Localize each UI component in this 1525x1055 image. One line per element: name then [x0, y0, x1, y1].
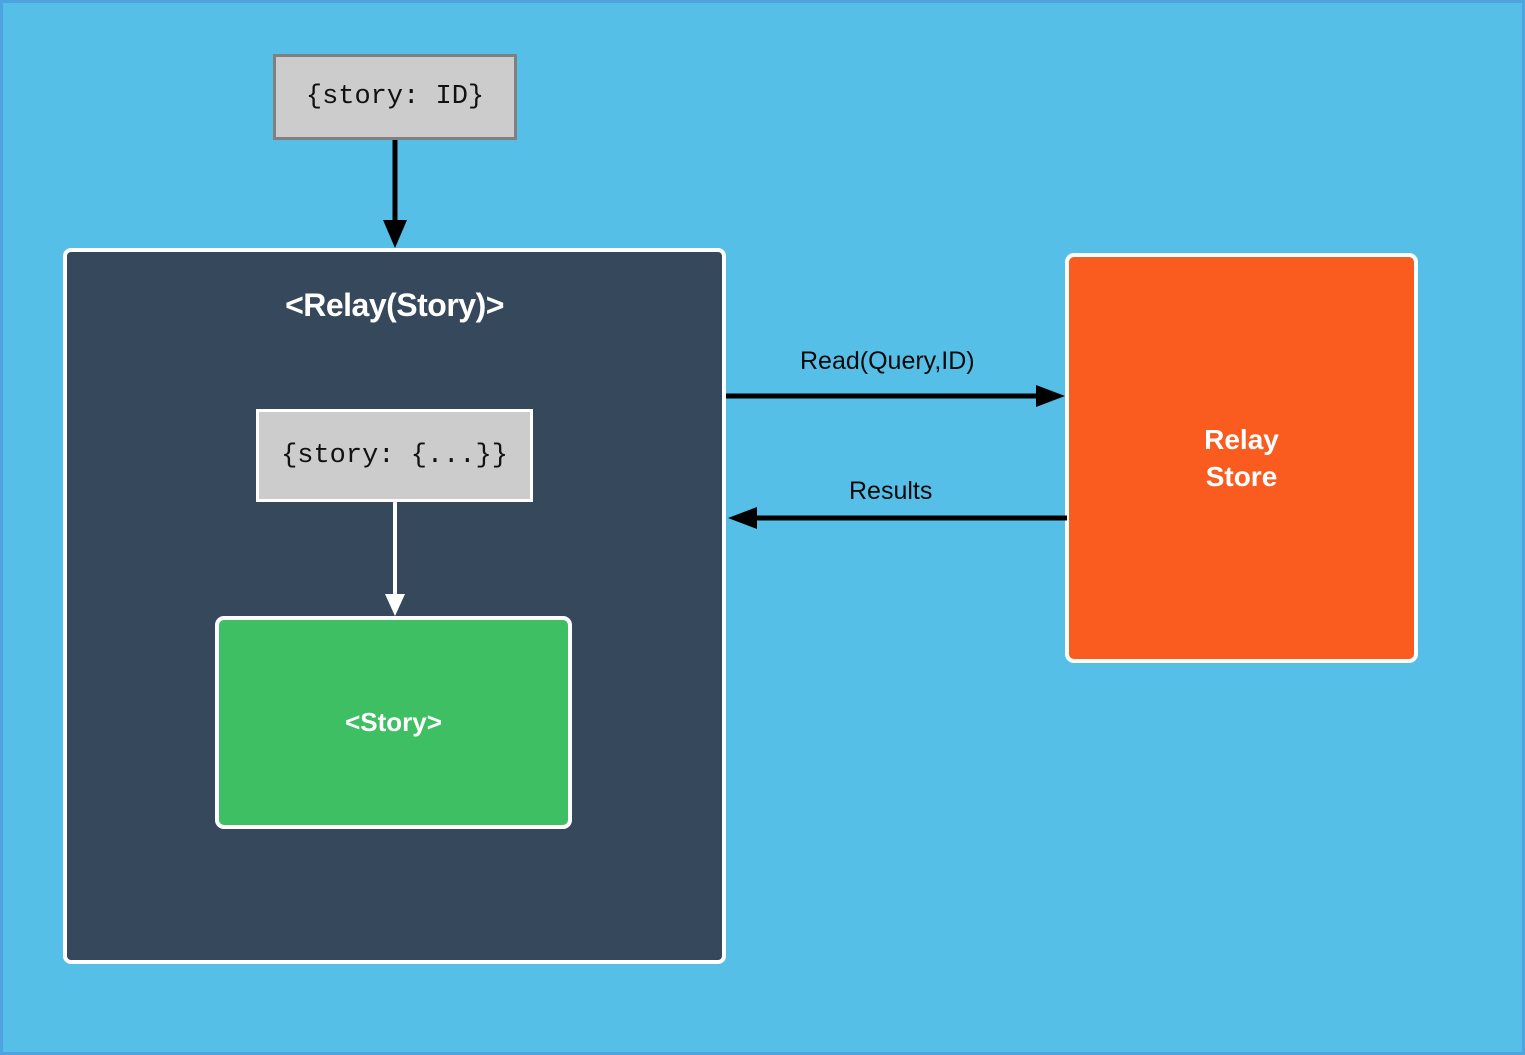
props-resolved-label: {story: {...}}: [281, 440, 508, 471]
arrow-store-to-relay: [728, 507, 1067, 529]
relay-store-label: Relay Store: [1204, 421, 1279, 495]
props-input-box: {story: ID}: [273, 54, 517, 140]
relay-container-title: <Relay(Story)>: [285, 287, 504, 323]
arrow-relay-to-store: [726, 385, 1065, 407]
props-input-label: {story: ID}: [305, 82, 485, 112]
arrow-props-to-relay: [383, 140, 407, 248]
relay-store-label-line2: Store: [1205, 461, 1278, 492]
relay-store-box: Relay Store: [1065, 253, 1418, 663]
story-component-label: <Story>: [345, 707, 442, 737]
props-resolved-box: {story: {...}}: [256, 409, 533, 502]
story-component-box: <Story>: [215, 616, 572, 829]
edge-label-read-query: Read(Query,ID): [800, 347, 975, 375]
edge-label-results: Results: [849, 477, 933, 505]
relay-store-label-line1: Relay: [1204, 423, 1279, 455]
arrow-props-to-story: [385, 502, 405, 616]
